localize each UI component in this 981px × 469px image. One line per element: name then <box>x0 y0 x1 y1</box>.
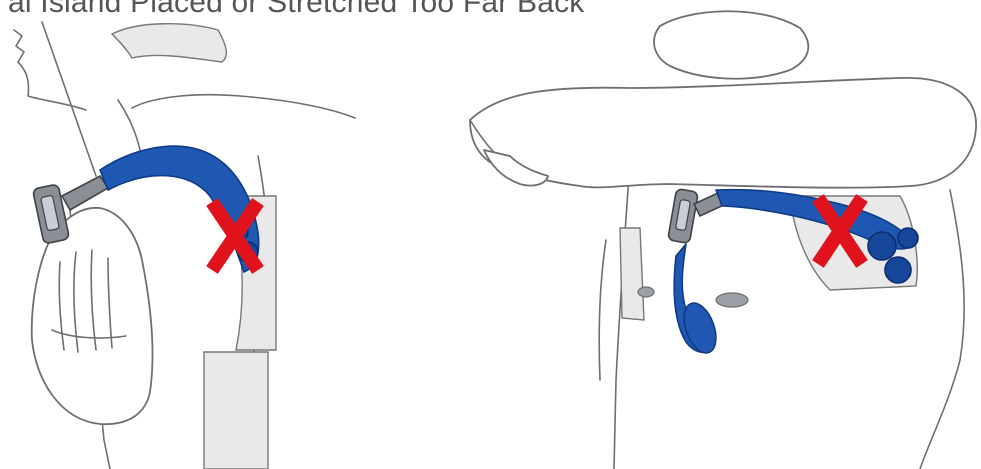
left-top-pad <box>110 23 228 63</box>
right-mark-left <box>637 286 655 298</box>
panel-right-view <box>430 0 981 469</box>
panel-left-view <box>0 0 370 469</box>
left-guide-line <box>41 21 97 177</box>
left-neck-line <box>117 99 141 151</box>
left-device-screen <box>40 195 60 231</box>
right-head <box>653 10 810 80</box>
diagram-title: al Island Placed or Stretched Too Far Ba… <box>8 0 585 19</box>
left-finger-1 <box>58 261 65 351</box>
right-electrode-1 <box>867 231 897 261</box>
left-finger-3 <box>90 249 97 351</box>
right-blue-paddle <box>683 302 717 354</box>
left-device-arm <box>60 174 110 212</box>
right-arm-edge <box>598 239 607 381</box>
left-finger-4 <box>107 257 113 349</box>
right-device-screen <box>675 199 691 231</box>
right-mark-center <box>715 292 749 308</box>
left-warning-x <box>206 198 264 274</box>
right-warning-x <box>812 194 868 268</box>
right-hand-fingers <box>483 149 549 187</box>
right-electrode-2 <box>884 256 912 284</box>
left-illustration <box>13 21 356 469</box>
right-left-pad <box>619 227 645 321</box>
left-face-profile <box>13 29 87 111</box>
left-knuckles <box>51 329 127 339</box>
right-illustration <box>469 10 977 469</box>
right-torso-right <box>919 189 965 469</box>
right-raised-arm <box>469 77 977 189</box>
left-finger-2 <box>73 251 79 353</box>
left-lower-pad <box>203 351 269 469</box>
right-electrode-3 <box>897 227 919 249</box>
left-shoulder-line <box>131 93 356 119</box>
